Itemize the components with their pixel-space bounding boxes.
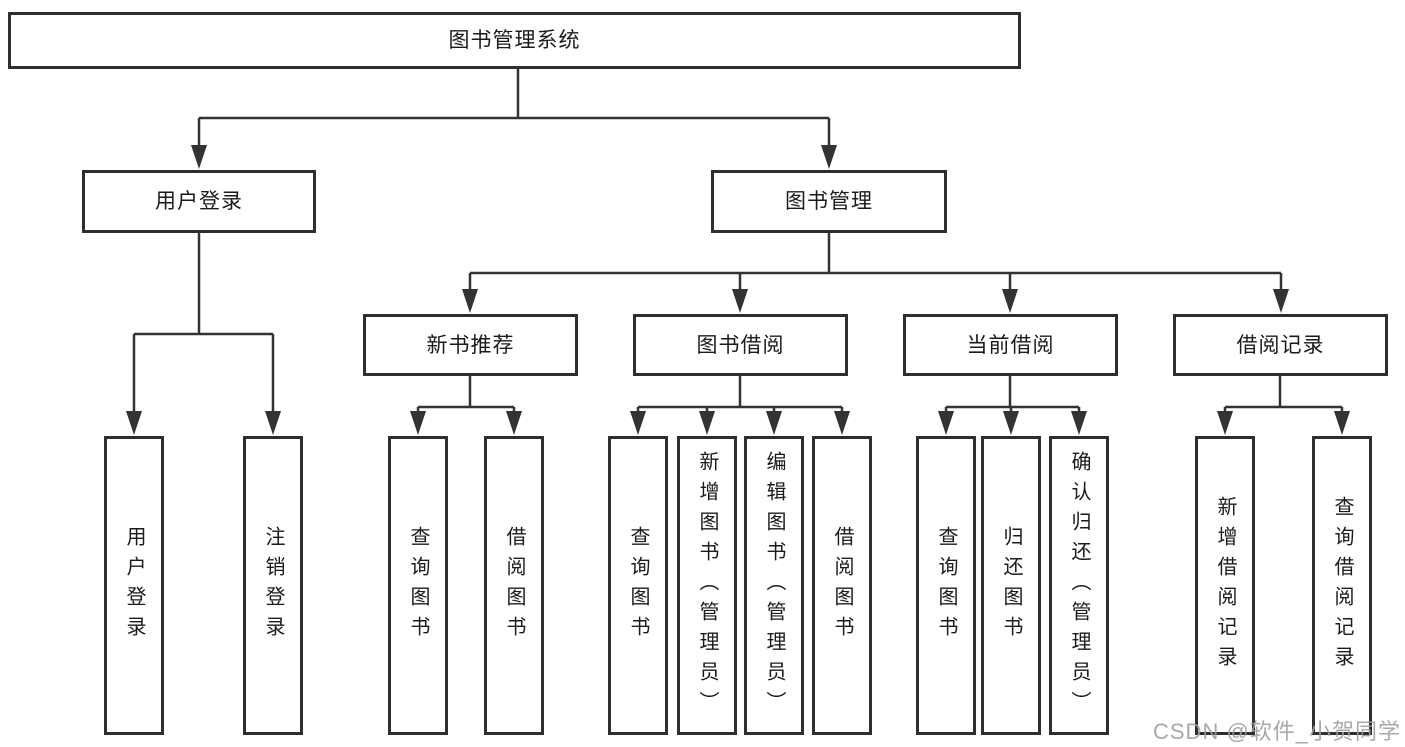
leaf-confirm-return-admin: 确认归还（管理员） (1049, 436, 1109, 735)
leaf-query-books-2: 查询图书 (608, 436, 668, 735)
node-root-library-system: 图书管理系统 (8, 12, 1021, 69)
node-borrow-records: 借阅记录 (1173, 314, 1388, 376)
leaf-borrow-books-2: 借阅图书 (812, 436, 872, 735)
leaf-query-books-3: 查询图书 (916, 436, 976, 735)
node-book-borrow: 图书借阅 (633, 314, 848, 376)
leaf-query-books-1: 查询图书 (388, 436, 448, 735)
node-user-login: 用户登录 (82, 170, 316, 233)
leaf-query-borrow-record: 查询借阅记录 (1312, 436, 1372, 735)
node-book-management: 图书管理 (711, 170, 947, 233)
leaf-borrow-books-1: 借阅图书 (484, 436, 544, 735)
node-new-book-recommend: 新书推荐 (363, 314, 578, 376)
node-current-borrow: 当前借阅 (903, 314, 1118, 376)
leaf-logout: 注销登录 (243, 436, 303, 735)
leaf-edit-books-admin: 编辑图书（管理员） (744, 436, 804, 735)
leaf-return-books: 归还图书 (981, 436, 1041, 735)
leaf-add-books-admin: 新增图书（管理员） (677, 436, 737, 735)
leaf-user-login: 用户登录 (104, 436, 164, 735)
csdn-watermark: CSDN @软件_小贺同学 (1153, 719, 1402, 744)
leaf-add-borrow-record: 新增借阅记录 (1195, 436, 1255, 735)
